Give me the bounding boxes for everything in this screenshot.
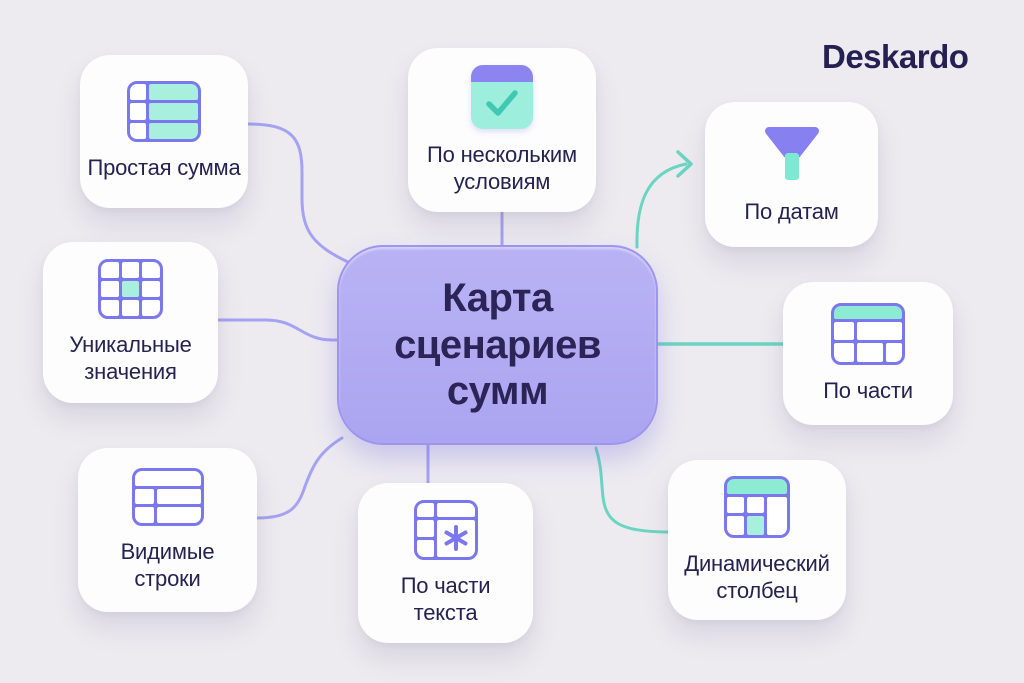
card-unique-values: Уникальные значения [43,242,218,403]
central-topic: Карта сценариев сумм [337,245,658,445]
card-label: Видимые строки [120,538,215,591]
connector-visible-rows [255,436,344,520]
card-label: По части текста [400,572,491,625]
asterisk-icon [444,525,468,552]
table-header-bar [834,305,902,319]
connector-simple-sum [246,122,352,265]
card-by-dates: По датам [705,102,878,247]
card-label: По датам [744,198,839,224]
funnel-icon [764,126,819,180]
table-filled-rows-icon [127,81,201,143]
table-asterisk-icon [413,499,478,560]
arrowhead-icon [676,150,693,178]
card-by-text-part: По части текста [358,483,533,643]
card-dynamic-column: Динамический столбец [668,460,846,620]
card-label: Уникальные значения [69,332,192,384]
card-simple-sum: Простая сумма [80,55,248,208]
connector-dynamic-column [594,446,670,534]
table-rows-outline-icon [131,467,204,526]
brand-logo: Deskardo [822,38,969,75]
grid-center-cell-icon [98,259,163,320]
card-by-part: По части [783,282,953,425]
connector-unique-values [215,318,341,342]
card-label: По части [823,377,913,403]
card-label: По нескольким условиям [427,141,577,194]
card-visible-rows: Видимые строки [78,448,257,612]
connector-by-dates-arrow [635,162,688,249]
panel-checkmark-icon [471,64,533,129]
table-header-icon [831,302,905,365]
card-multi-conditions: По нескольким условиям [408,48,596,212]
table-header-bar [727,478,787,494]
card-label: Динамический столбец [684,550,830,603]
card-label: Простая сумма [87,155,241,181]
central-topic-title: Карта сценариев сумм [394,276,601,414]
table-dynamic-column-icon [724,475,790,538]
checkmark-icon [486,89,518,116]
